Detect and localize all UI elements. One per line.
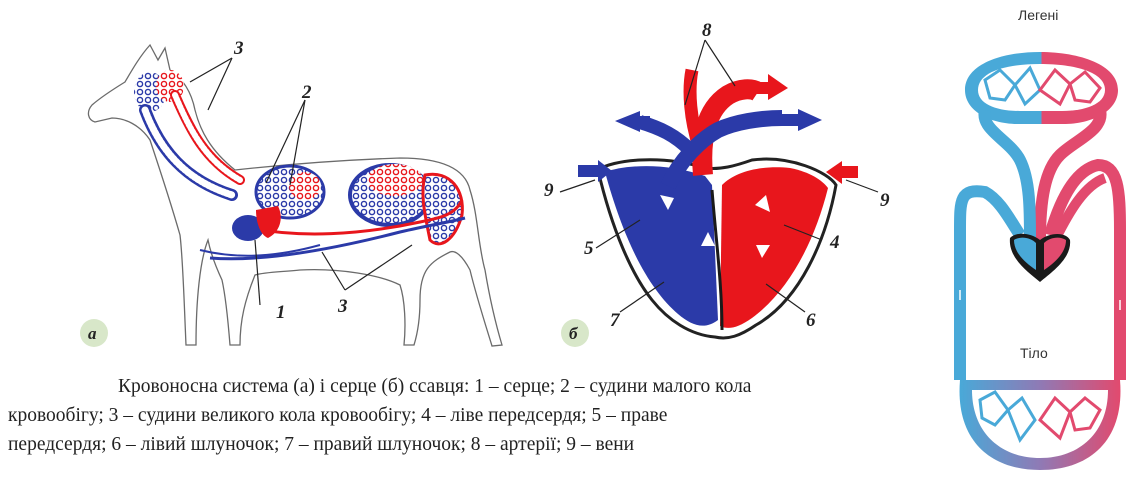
label-8: 8	[702, 20, 712, 41]
arrow-left-blue-shaft	[638, 116, 650, 127]
panel-b-badge	[561, 319, 589, 347]
arrow-right-blue-shaft	[782, 114, 800, 126]
label-9-right: 9	[880, 190, 890, 211]
vena-cava	[209, 216, 466, 261]
lungs-label: Легені	[1018, 7, 1058, 23]
leader-lines-a	[189, 57, 413, 306]
caption-line-3: передсердя; 6 – лівий шлуночок; 7 – прав…	[8, 434, 635, 455]
arrow-vein-in-left	[598, 160, 612, 182]
lower-vein	[199, 244, 321, 257]
scheme-heart-right	[1014, 237, 1036, 270]
pulmonary-artery	[978, 108, 1036, 241]
arrow-vein-in-right-shaft	[840, 166, 858, 178]
flow-ticks	[959, 290, 1121, 310]
arrow-top-red-shaft	[754, 82, 770, 94]
panel-a-badge	[80, 319, 108, 347]
arrow-left-blue	[615, 111, 640, 132]
lung-vessels-red	[289, 172, 321, 200]
systemic-vein	[954, 185, 1026, 380]
lung-capillary-mesh-red	[1037, 67, 1102, 107]
label-4: 4	[829, 232, 840, 253]
arrow-vein-in-right	[826, 161, 842, 184]
arrow-vein-in-left-shaft	[578, 165, 600, 177]
label-5: 5	[584, 238, 594, 259]
right-atrium-ventricle	[605, 166, 718, 326]
leader-lines-b	[559, 39, 879, 313]
body-label: Тіло	[1020, 345, 1048, 361]
neck-artery-net	[172, 92, 243, 183]
arrow-top-red	[768, 74, 788, 100]
pulmonary-vein	[1034, 108, 1107, 241]
dog-circulation-figure: 3 2 1 3 а	[80, 38, 503, 347]
body-organ-net-red	[367, 164, 423, 196]
label-6: 6	[806, 310, 816, 331]
scheme-heart-left	[1044, 237, 1066, 270]
label-2: 2	[301, 82, 312, 103]
dog-heart-left	[256, 206, 281, 238]
body-capillary-mesh-blue	[978, 390, 1037, 444]
panel-b-letter: б	[569, 324, 579, 343]
septum	[710, 189, 724, 331]
heart-figure: 8 9 9 5 4 7 6 б	[544, 20, 890, 347]
label-3-bottom: 3	[337, 296, 348, 317]
caption-line-2: кровообігу; 3 – судини великого кола кро…	[8, 405, 668, 426]
pulmonary-trunk	[660, 110, 783, 190]
systemic-artery	[1044, 158, 1126, 380]
body-capillary-mesh-red	[1038, 395, 1102, 441]
aorta	[249, 199, 464, 236]
neck-vein-net	[141, 106, 236, 199]
arrow-right-blue	[798, 109, 822, 131]
panel-a-letter: а	[88, 324, 97, 343]
label-3-top: 3	[233, 38, 244, 59]
aorta-scheme	[1050, 173, 1107, 243]
caption-line-1: Кровоносна система (а) і серце (б) ссавц…	[118, 376, 752, 397]
label-7: 7	[610, 310, 621, 331]
label-1: 1	[276, 302, 286, 323]
figure-caption: Кровоносна система (а) і серце (б) ссавц…	[8, 372, 908, 459]
label-9-left: 9	[544, 180, 554, 201]
left-atrium-ventricle	[720, 167, 828, 328]
circulation-scheme: Легені Тіло	[954, 7, 1126, 470]
internal-flow-arrows	[660, 195, 770, 258]
dog-heart-right	[232, 215, 264, 241]
